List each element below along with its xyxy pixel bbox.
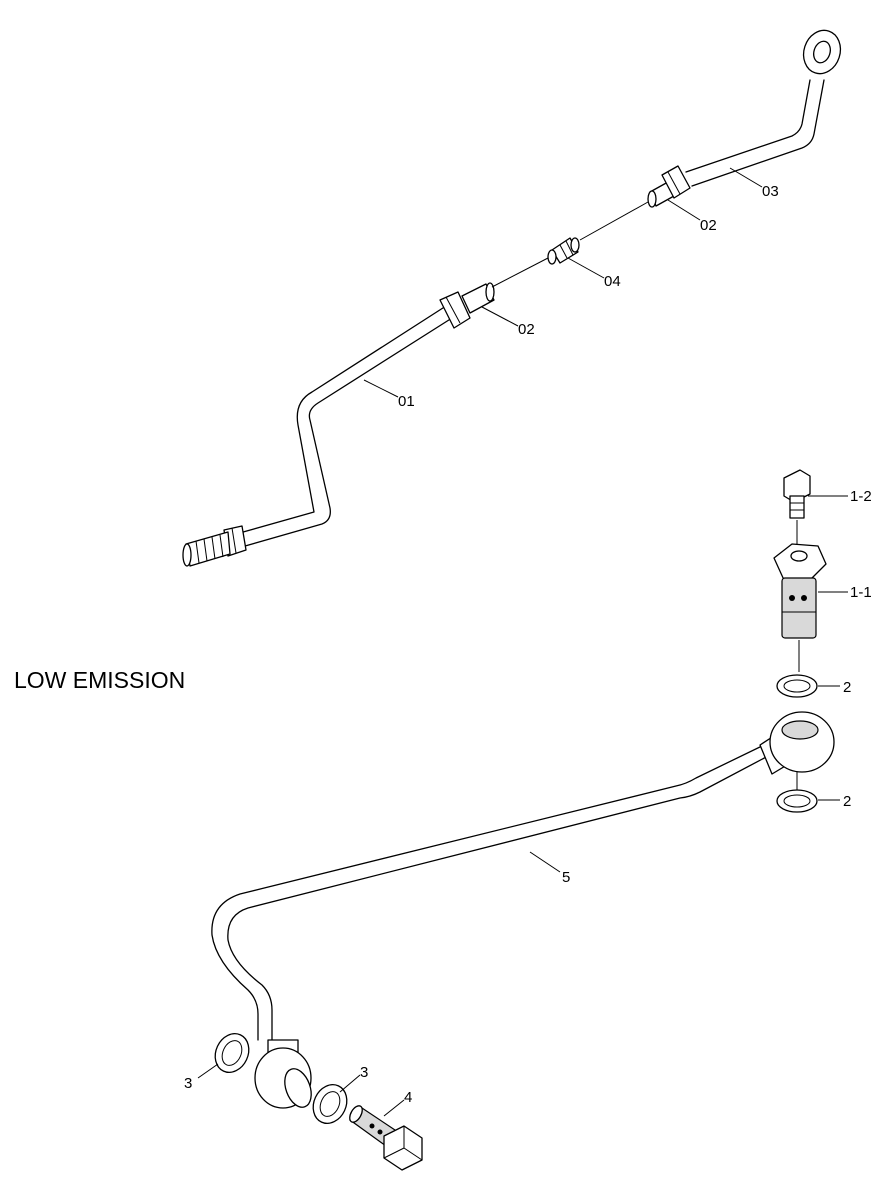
callout-5: 5 <box>562 869 570 886</box>
union-04 <box>547 237 580 265</box>
assembly-axis-line <box>491 257 549 288</box>
fitting-02-lower <box>461 282 495 314</box>
bolt-1-2 <box>783 469 811 545</box>
washer-2-upper-inner <box>783 679 811 693</box>
callout-01: 01 <box>398 393 415 410</box>
callout-2-upper: 2 <box>843 679 851 696</box>
callout-04: 04 <box>604 273 621 290</box>
washer-2-lower <box>776 789 818 813</box>
washer-3-left <box>214 1033 250 1073</box>
leader-lines <box>197 167 848 1117</box>
washer-2-lower-inner <box>783 794 811 808</box>
bolt-4 <box>349 1105 423 1171</box>
callout-4: 4 <box>404 1089 412 1106</box>
assembly-axis-line-2 <box>579 201 649 241</box>
diagram-title: LOW EMISSION <box>14 667 185 693</box>
lower-pipe-assembly <box>211 469 835 1171</box>
washer-2-upper <box>776 674 818 698</box>
banjo-bolt-1-1 <box>773 543 827 672</box>
pipe-01 <box>182 291 471 567</box>
callout-02-lower: 02 <box>518 321 535 338</box>
upper-pipe-assembly <box>182 29 842 567</box>
pipe-5 <box>211 711 835 1109</box>
callout-1-2: 1-2 <box>850 488 872 505</box>
callout-2-lower: 2 <box>843 793 851 810</box>
callout-3-left: 3 <box>184 1075 192 1092</box>
callout-3-right: 3 <box>360 1064 368 1081</box>
callout-03: 03 <box>762 183 779 200</box>
washer-3-right <box>312 1084 348 1124</box>
callout-02-upper: 02 <box>700 217 717 234</box>
pipe-03 <box>685 29 842 187</box>
fitting-02-upper <box>647 165 691 208</box>
callout-1-1: 1-1 <box>850 584 872 601</box>
